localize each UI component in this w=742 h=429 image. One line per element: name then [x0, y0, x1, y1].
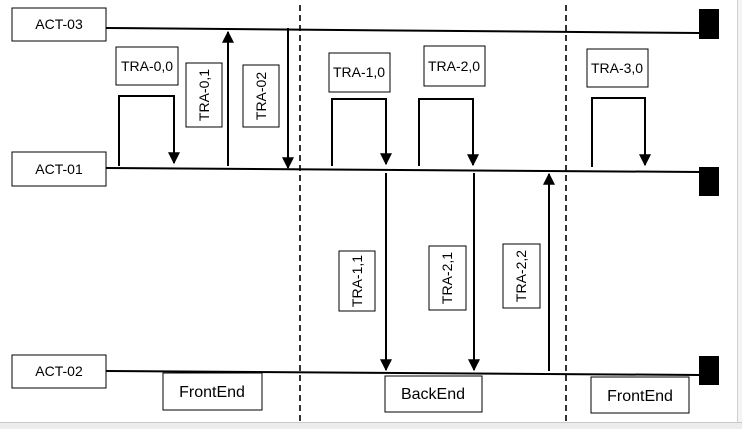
actor-label: ACT-02 [35, 363, 83, 379]
transition-label: TRA-2,2 [513, 250, 529, 302]
phase-label: BackEnd [401, 386, 465, 403]
phase-frontend-left: FrontEnd [162, 372, 263, 411]
lifeline-act02 [105, 370, 701, 376]
transition-label: TRA-1,1 [349, 255, 365, 307]
transition-tra00: TRA-0,0 [115, 46, 179, 86]
transition-label: TRA-1,0 [333, 64, 385, 80]
transition-label: TRA-0,0 [121, 58, 173, 74]
transition-label: TRA-2,0 [428, 58, 480, 74]
lifeline-act03 [105, 27, 701, 34]
lifeline-end-act01 [699, 167, 719, 196]
self-loop-tra20 [418, 98, 479, 167]
self-loop-tra30 [591, 97, 651, 167]
actor-act01: ACT-01 [11, 151, 107, 187]
actor-label: ACT-03 [35, 16, 83, 32]
self-loop-tra00 [118, 95, 180, 166]
phase-backend: BackEnd [384, 375, 483, 413]
lifeline-act01 [105, 167, 701, 173]
transition-tra10: TRA-1,0 [328, 52, 391, 93]
phase-label: FrontEnd [179, 384, 245, 401]
transition-tra02: TRA-02 [242, 64, 280, 128]
lifeline-end-act03 [699, 9, 719, 39]
transition-label: TRA-3,0 [591, 60, 643, 76]
phase-frontend-right: FrontEnd [590, 376, 690, 414]
window-bottom-strip [0, 422, 742, 429]
transition-tra11: TRA-1,1 [338, 250, 376, 312]
transition-label: TRA-02 [253, 72, 269, 120]
transition-tra22: TRA-2,2 [502, 243, 541, 309]
window-right-edge [737, 0, 742, 422]
self-loop-tra10 [331, 98, 392, 166]
actor-act02: ACT-02 [11, 354, 107, 389]
phase-label: FrontEnd [607, 388, 673, 405]
transition-tra01: TRA-0,1 [185, 62, 223, 128]
transition-tra20: TRA-2,0 [423, 45, 486, 87]
transition-label: TRA-2,1 [439, 252, 455, 304]
transition-tra21: TRA-2,1 [428, 245, 467, 311]
lifeline-end-act02 [699, 356, 719, 385]
actor-act03: ACT-03 [11, 7, 107, 42]
actor-label: ACT-01 [35, 161, 83, 177]
transition-label: TRA-0,1 [196, 69, 212, 121]
transition-tra30: TRA-3,0 [586, 48, 649, 88]
